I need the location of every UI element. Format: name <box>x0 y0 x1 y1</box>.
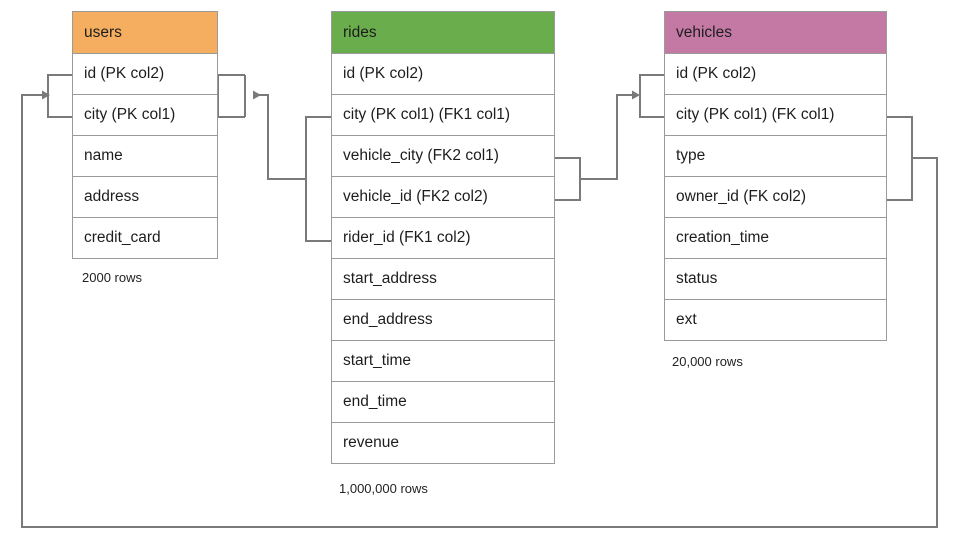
field-rides-revenue[interactable]: revenue <box>331 423 555 464</box>
field-vehicles-ext[interactable]: ext <box>664 300 887 341</box>
field-label: owner_id (FK col2) <box>676 188 807 205</box>
field-vehicles-owner-id[interactable]: owner_id (FK col2) <box>664 177 887 218</box>
field-label: credit_card <box>84 229 161 246</box>
field-label: status <box>676 270 718 287</box>
field-label: id (PK col2) <box>84 65 165 82</box>
vehicles-left-bracket <box>639 74 664 118</box>
field-label: creation_time <box>676 229 770 246</box>
field-users-id[interactable]: id (PK col2) <box>72 54 218 95</box>
field-label: id (PK col2) <box>343 65 424 82</box>
field-label: city (PK col1) (FK col1) <box>676 106 835 123</box>
rides-fk2-wire <box>580 90 640 180</box>
table-rides[interactable]: rides id (PK col2) city (PK col1) (FK1 c… <box>331 11 555 464</box>
field-rides-city[interactable]: city (PK col1) (FK1 col1) <box>331 95 555 136</box>
field-label: address <box>84 188 140 205</box>
field-label: start_address <box>343 270 437 287</box>
users-row-count: 2000 rows <box>82 270 142 285</box>
field-vehicles-creation-time[interactable]: creation_time <box>664 218 887 259</box>
field-rides-vehicle-id[interactable]: vehicle_id (FK2 col2) <box>331 177 555 218</box>
field-rides-start-address[interactable]: start_address <box>331 259 555 300</box>
field-label: city (PK col1) <box>84 106 176 123</box>
field-users-address[interactable]: address <box>72 177 218 218</box>
table-users[interactable]: users id (PK col2) city (PK col1) name a… <box>72 11 218 259</box>
field-rides-rider-id[interactable]: rider_id (FK1 col2) <box>331 218 555 259</box>
field-users-city[interactable]: city (PK col1) <box>72 95 218 136</box>
field-label: revenue <box>343 434 400 451</box>
field-vehicles-type[interactable]: type <box>664 136 887 177</box>
rides-fk1-bracket <box>305 116 331 242</box>
field-label: start_time <box>343 352 412 369</box>
users-left-bracket <box>47 74 72 118</box>
field-label: city (PK col1) (FK1 col1) <box>343 106 511 123</box>
table-vehicles[interactable]: vehicles id (PK col2) city (PK col1) (FK… <box>664 11 887 341</box>
vehicles-fk-bracket <box>887 116 913 201</box>
rides-fk2-bracket <box>555 157 581 201</box>
field-label: vehicle_id (FK2 col2) <box>343 188 488 205</box>
field-label: id (PK col2) <box>676 65 757 82</box>
field-rides-start-time[interactable]: start_time <box>331 341 555 382</box>
field-vehicles-city[interactable]: city (PK col1) (FK col1) <box>664 95 887 136</box>
field-label: type <box>676 147 706 164</box>
field-label: end_address <box>343 311 433 328</box>
table-users-title: users <box>84 23 122 41</box>
field-rides-id[interactable]: id (PK col2) <box>331 54 555 95</box>
field-label: name <box>84 147 123 164</box>
field-rides-end-address[interactable]: end_address <box>331 300 555 341</box>
table-vehicles-title: vehicles <box>676 23 732 41</box>
table-users-header: users <box>72 11 218 54</box>
field-label: rider_id (FK1 col2) <box>343 229 471 246</box>
table-rides-title: rides <box>343 23 377 41</box>
table-rides-header: rides <box>331 11 555 54</box>
field-vehicles-status[interactable]: status <box>664 259 887 300</box>
rides-row-count: 1,000,000 rows <box>339 481 428 496</box>
field-rides-vehicle-city[interactable]: vehicle_city (FK2 col1) <box>331 136 555 177</box>
field-vehicles-id[interactable]: id (PK col2) <box>664 54 887 95</box>
field-users-credit-card[interactable]: credit_card <box>72 218 218 259</box>
field-label: end_time <box>343 393 407 410</box>
vehicles-row-count: 20,000 rows <box>672 354 743 369</box>
table-vehicles-header: vehicles <box>664 11 887 54</box>
field-label: vehicle_city (FK2 col1) <box>343 147 499 164</box>
field-rides-end-time[interactable]: end_time <box>331 382 555 423</box>
field-users-name[interactable]: name <box>72 136 218 177</box>
users-right-bracket-outline <box>218 74 246 118</box>
rides-fk1-wire <box>253 90 306 180</box>
field-label: ext <box>676 311 697 328</box>
